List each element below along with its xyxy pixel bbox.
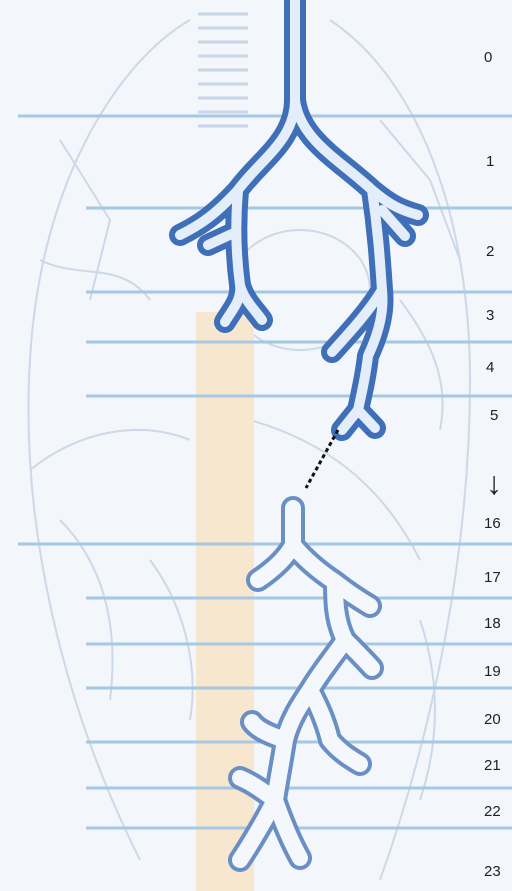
arrow-down-icon: ↓ [486,465,502,501]
generation-label-21: 21 [484,757,501,774]
shadow-column [196,312,254,891]
generation-label-3: 3 [486,307,494,324]
generation-label-1: 1 [486,153,494,170]
generation-label-18: 18 [484,615,501,632]
generation-label-16: 16 [484,515,501,532]
generation-label-19: 19 [484,663,501,680]
generation-label-22: 22 [484,803,501,820]
generation-label-0: 0 [484,49,492,66]
generation-label-4: 4 [486,359,494,376]
generation-label-20: 20 [484,711,501,728]
generation-label-2: 2 [486,243,494,260]
generation-label-17: 17 [484,569,501,586]
generation-label-5: 5 [490,407,498,424]
generation-label-23: 23 [484,863,501,880]
